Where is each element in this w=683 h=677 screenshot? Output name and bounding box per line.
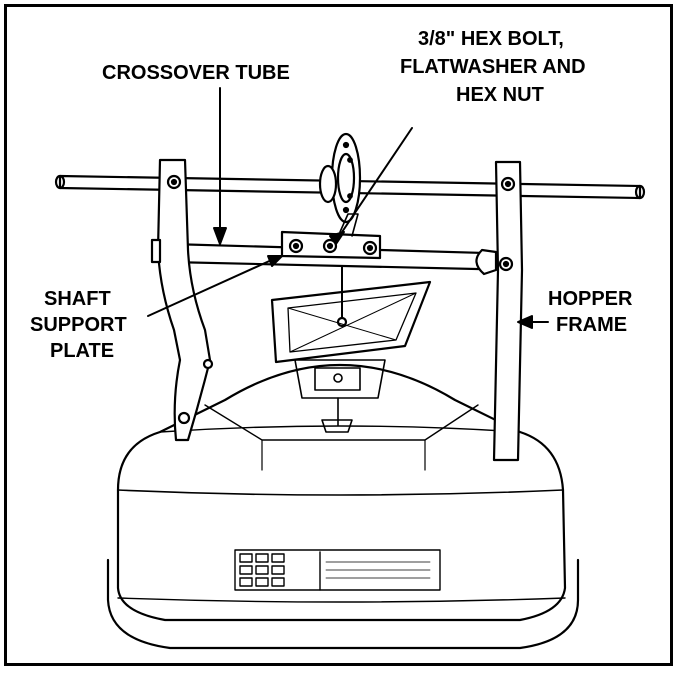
label-shaft-line-3: PLATE xyxy=(50,340,115,362)
diagram-border xyxy=(4,4,673,666)
shaft-support-plate-leader xyxy=(147,257,277,317)
spinner-plate xyxy=(270,261,432,364)
agitator-housing xyxy=(294,359,386,433)
label-hex-bolt-line-1: 3/8" HEX BOLT, xyxy=(418,28,564,50)
label-hopper-line-2: FRAME xyxy=(556,314,628,336)
right-frame-arm xyxy=(475,160,524,462)
label-shaft-line-1: SHAFT xyxy=(44,288,111,310)
label-hopper-line-1: HOPPER xyxy=(548,288,633,310)
shaft-gear xyxy=(318,132,362,224)
hopper-body xyxy=(106,364,580,650)
shaft-support-plate xyxy=(280,213,382,260)
label-shaft-line-2: SUPPORT xyxy=(30,314,127,336)
label-crossover-tube: CROSSOVER TUBE xyxy=(102,62,290,84)
instruction-decal xyxy=(234,549,441,591)
hex-bolt-leader xyxy=(337,127,413,239)
label-hex-bolt-line-2: FLATWASHER AND xyxy=(400,56,586,78)
leader-lines xyxy=(147,87,549,329)
label-hex-bolt-line-3: HEX NUT xyxy=(456,84,544,106)
